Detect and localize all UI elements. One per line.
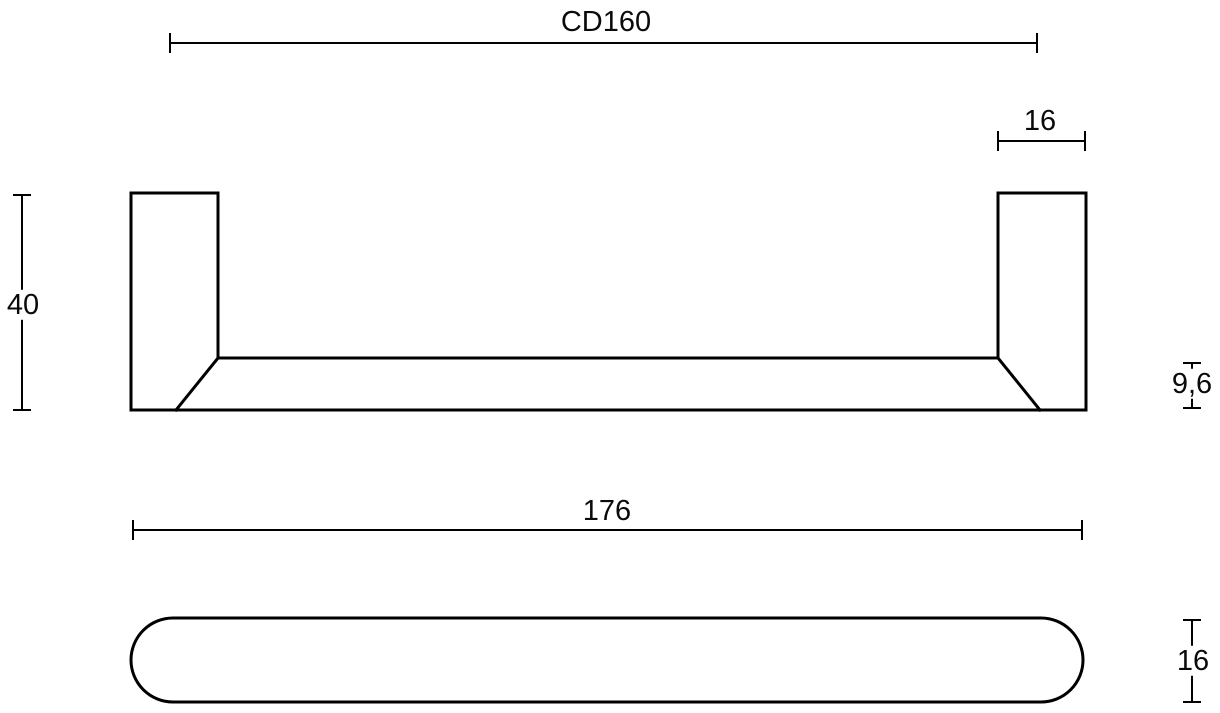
top-view-outline — [129, 616, 1085, 704]
right-chamfer-edge — [995, 355, 1043, 413]
dim-label-overall-length: 176 — [578, 495, 636, 526]
left-chamfer-edge — [173, 355, 221, 413]
dimension-lines — [13, 33, 1201, 703]
dim-label-post-width: 16 — [1019, 105, 1061, 136]
stadium-profile — [129, 616, 1085, 704]
dim-overall-length — [132, 520, 1083, 540]
dim-label-center-distance: CD160 — [556, 6, 656, 37]
dim-label-depth: 16 — [1172, 645, 1214, 676]
dim-center-distance — [169, 33, 1038, 53]
dim-post-width — [997, 131, 1086, 151]
dim-label-bar-thickness: 9,6 — [1167, 368, 1217, 399]
dim-label-height: 40 — [2, 289, 44, 320]
front-view-outline — [129, 191, 1088, 413]
